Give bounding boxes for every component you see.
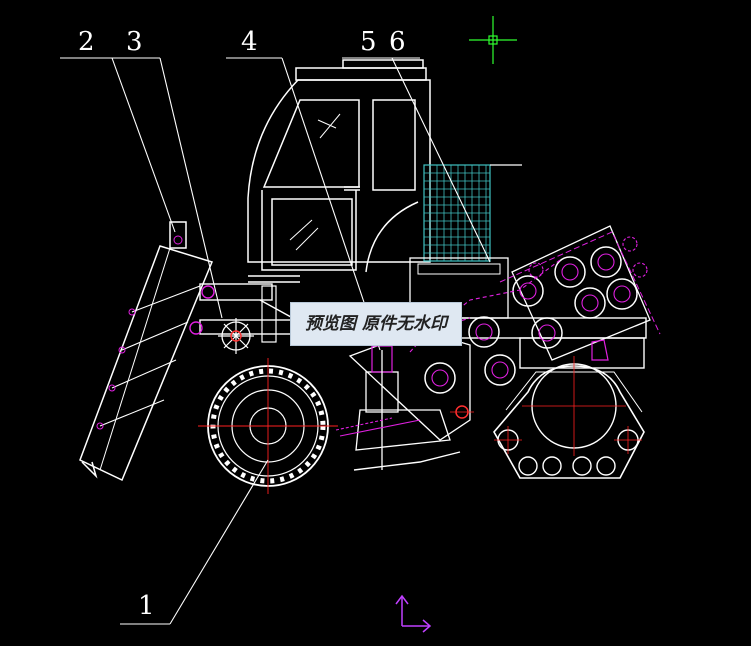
base-cutter [335, 345, 474, 471]
callout-number-6: 6 [389, 27, 406, 57]
watermark-banner: 预览图 原件无水印 [290, 302, 462, 346]
radiator-grille [409, 164, 522, 319]
callout-number-1: 1 [138, 591, 155, 621]
front-wheel [198, 358, 338, 494]
watermark-text: 预览图 原件无水印 [305, 314, 447, 334]
callout-number-5: 5 [360, 27, 377, 57]
callout-number-4: 4 [241, 27, 258, 57]
ucs-axis-icon [395, 594, 432, 633]
crop-divider-auger [79, 221, 214, 482]
operator-cab [247, 59, 431, 283]
leader-lines [60, 57, 491, 625]
callout-number-3: 3 [126, 27, 143, 57]
topper-spinner [218, 285, 277, 354]
callout-number-2: 2 [78, 27, 95, 57]
crosshair-cursor-icon[interactable] [469, 16, 517, 64]
crawler-track [493, 339, 645, 479]
